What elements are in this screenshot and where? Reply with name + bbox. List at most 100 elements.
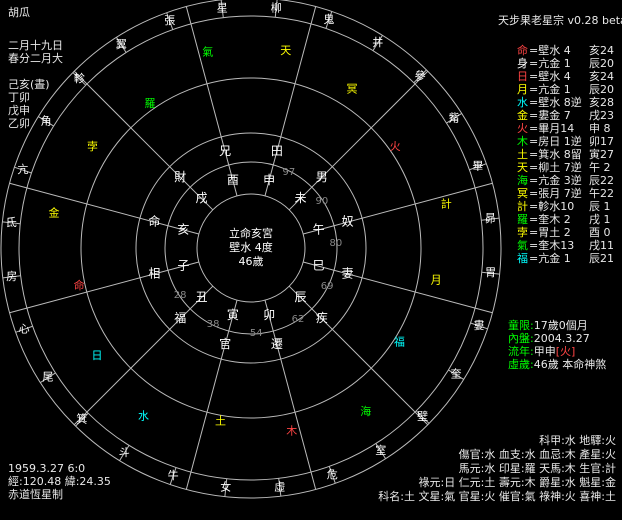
shensha-line: 馬元:水 印星:羅 天馬:木 生官:計 bbox=[458, 462, 616, 475]
planet-position: =亢金 1 bbox=[529, 83, 571, 96]
planet-mark: 土 bbox=[215, 414, 226, 427]
planet-row: 木=房日 1逆卯17 bbox=[508, 135, 622, 148]
mansion-divider bbox=[413, 69, 427, 84]
mansion-label: 昴 bbox=[485, 212, 496, 225]
planet-house: 辰22 bbox=[589, 174, 614, 187]
mansion-divider bbox=[448, 369, 464, 380]
shensha-list: 科甲:水 地驛:火 傷官:水 血支:水 血忌:木 產星:火 馬元:水 印星:羅 … bbox=[378, 434, 616, 504]
planet-label: 福 bbox=[517, 252, 528, 265]
palace-branch: 午 bbox=[313, 222, 325, 236]
shensha-line: 傷官:水 血支:水 血忌:木 產星:火 bbox=[458, 448, 616, 461]
planet-row: 冥=張月 7逆午22 bbox=[508, 187, 622, 200]
planet-house: 午 2 bbox=[589, 161, 611, 174]
mansion-divider bbox=[415, 410, 430, 424]
mansion-label: 虛 bbox=[274, 480, 285, 493]
fortune-value: 46歲 本命神煞 bbox=[533, 358, 607, 371]
mansion-label: 心 bbox=[19, 322, 30, 335]
planet-label: 氣 bbox=[517, 239, 528, 252]
planet-mark: 羅 bbox=[145, 97, 156, 110]
planet-house: 辰21 bbox=[589, 252, 614, 265]
mansion-divider bbox=[2, 275, 21, 279]
chart-ring-3 bbox=[135, 132, 367, 364]
mansion-label: 斗 bbox=[119, 446, 130, 459]
planet-house: 辰 1 bbox=[589, 200, 611, 213]
planet-position: =奎木13 bbox=[529, 239, 575, 252]
shensha-line: 科名:土 文星:氣 官星:火 催官:氣 祿神:火 喜神:土 bbox=[378, 490, 616, 503]
planet-label: 土 bbox=[517, 148, 528, 161]
fortune-extra: [火] bbox=[555, 345, 576, 358]
palace-divider bbox=[9, 261, 199, 314]
planet-label: 身 bbox=[517, 57, 528, 70]
mansion-divider bbox=[14, 166, 32, 174]
mansion-label: 室 bbox=[375, 443, 386, 457]
mansion-label: 角 bbox=[40, 114, 51, 127]
planet-house: 辰20 bbox=[589, 57, 614, 70]
planet-label: 月 bbox=[517, 83, 528, 96]
planet-label: 日 bbox=[517, 70, 528, 83]
palace-branch: 寅 bbox=[227, 307, 239, 322]
mansion-label: 尾 bbox=[42, 371, 53, 384]
palace-name: 遷 bbox=[271, 337, 283, 351]
planet-mark: 金 bbox=[49, 205, 60, 219]
mansion-label: 星 bbox=[217, 2, 228, 15]
palace-branch: 申 bbox=[263, 173, 275, 187]
mansion-divider bbox=[278, 478, 282, 497]
mansion-label: 房 bbox=[6, 270, 17, 283]
fortune-label: 虛歲: bbox=[508, 358, 534, 371]
mansion-divider bbox=[469, 163, 487, 171]
palace-branch: 丑 bbox=[195, 290, 207, 304]
mansion-divider bbox=[224, 478, 228, 497]
fortune-row: 童限:17歲0個月 bbox=[508, 319, 606, 332]
planet-position: =張月 7逆 bbox=[529, 187, 582, 200]
planet-row: 土=箕水 8留寅27 bbox=[508, 148, 622, 161]
mansion-label: 氐 bbox=[6, 216, 17, 229]
mansion-label: 奎 bbox=[451, 367, 462, 381]
planet-position: =箕水 8留 bbox=[529, 148, 582, 161]
shensha-line: 科甲:水 地驛:火 bbox=[539, 434, 616, 447]
year-pillar: 己亥(晝) bbox=[8, 78, 50, 91]
planet-position: =亢金 1 bbox=[529, 252, 571, 265]
planet-position: =婁金 7 bbox=[529, 109, 571, 122]
planet-house: 午22 bbox=[589, 187, 614, 200]
planet-mark: 命 bbox=[74, 278, 85, 292]
planet-mark: 天 bbox=[280, 44, 291, 57]
mansion-label: 柳 bbox=[271, 0, 282, 14]
planet-position: =壁水 8逆 bbox=[529, 96, 582, 109]
chart-ring-5 bbox=[196, 193, 306, 303]
chart-ring-1 bbox=[18, 15, 484, 481]
palace-divider bbox=[288, 285, 429, 426]
fortune-value: 2004.3.27 bbox=[533, 332, 590, 345]
planet-row: 水=壁水 8逆亥28 bbox=[508, 96, 622, 109]
planet-house: 申 8 bbox=[589, 122, 611, 135]
planet-mark: 海 bbox=[360, 404, 371, 418]
palace-divider bbox=[73, 70, 214, 211]
planet-mark: 月 bbox=[431, 274, 442, 287]
palace-branch: 巳 bbox=[313, 259, 325, 273]
palace-branch: 亥 bbox=[177, 222, 189, 236]
mansion-divider bbox=[372, 35, 383, 51]
planet-label: 火 bbox=[517, 122, 528, 135]
mansion-label: 畢 bbox=[472, 160, 483, 173]
mansion-divider bbox=[274, 0, 278, 18]
planet-mark: 水 bbox=[138, 410, 149, 423]
planet-label: 金 bbox=[517, 109, 528, 122]
mansion-label: 軫 bbox=[74, 71, 85, 85]
planet-label: 羅 bbox=[517, 213, 528, 226]
palace-divider bbox=[288, 70, 429, 211]
center-line1: 立命亥宮 bbox=[229, 226, 273, 240]
planet-position: =亢金 1 bbox=[529, 57, 571, 70]
mansion-divider bbox=[328, 466, 336, 484]
mansion-label: 鬼 bbox=[323, 12, 334, 26]
mansion-label: 觜 bbox=[449, 110, 460, 124]
palace-name: 奴 bbox=[342, 215, 354, 229]
birth-datetime: 1959.3.27 6:0 bbox=[8, 462, 86, 475]
planet-house: 酉 0 bbox=[589, 226, 611, 239]
app-name: 胡瓜 bbox=[8, 6, 30, 19]
planet-position: =軫水10 bbox=[529, 200, 575, 213]
planet-house: 戌 1 bbox=[589, 213, 611, 226]
mansion-label: 危 bbox=[327, 468, 338, 481]
mansion-label: 亢 bbox=[17, 162, 28, 176]
chart-ring-4 bbox=[164, 161, 338, 335]
